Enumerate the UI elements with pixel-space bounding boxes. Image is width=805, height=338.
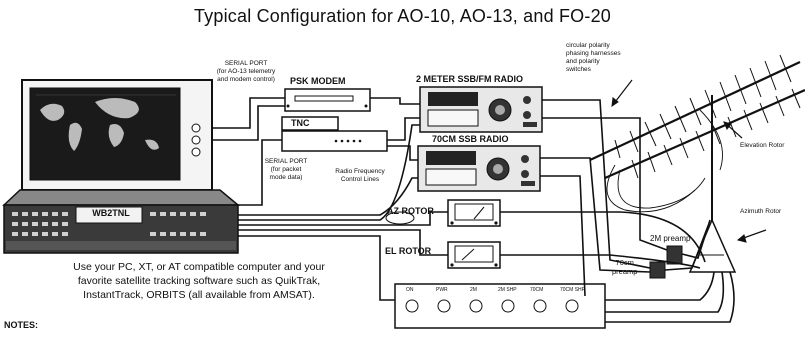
- diagram-title: Typical Configuration for AO-10, AO-13, …: [193, 6, 611, 26]
- software-description: Use your PC, XT, or AT compatible comput…: [73, 261, 325, 301]
- switch-label: 70CM: [530, 287, 544, 293]
- seventy-cm-radio: [417, 145, 541, 192]
- seventy-cm-preamp-box: [649, 261, 666, 279]
- cables: [212, 97, 735, 323]
- seventy-cm-preamp-label: 70cm preamp: [612, 258, 638, 276]
- el-rotor-label: EL ROTOR: [385, 246, 432, 256]
- callout-arrows: [611, 79, 767, 243]
- switch-label: 2M SHP: [498, 287, 517, 293]
- az-rotor-label: AZ ROTOR: [387, 206, 434, 216]
- tnc-box: [281, 116, 339, 131]
- tnc-label: TNC: [291, 118, 310, 128]
- serial-port-top-label: SERIAL PORT (for AO-13 telemetry and mod…: [216, 60, 276, 83]
- polarity-note-label: circular polarity phasing harnesses and …: [566, 42, 621, 73]
- yagi-antenna: [589, 54, 805, 273]
- two-m-preamp-box: [666, 245, 683, 265]
- callsign-label: WB2TNL: [92, 208, 130, 218]
- switch-label: ON: [406, 287, 414, 293]
- switch-label: 70CM SHP: [560, 287, 586, 293]
- psk-modem-label: PSK MODEM: [290, 76, 346, 86]
- azimuth-rotor-label: Azimuth Rotor: [740, 208, 782, 215]
- cable-bundle-ring: [385, 211, 415, 225]
- two-m-preamp-label: 2M preamp: [650, 234, 691, 243]
- two-meter-radio: [419, 86, 543, 133]
- az-rotor-controller: [447, 199, 501, 227]
- switch-label: 2M: [470, 287, 477, 293]
- serial-port-packet-label: SERIAL PORT (for packet mode data): [264, 158, 308, 181]
- polarity-switch-panel: [394, 283, 606, 329]
- switch-label: PWR: [436, 287, 448, 293]
- el-rotor-controller: [447, 241, 501, 269]
- rf-control-lines-label: Radio Frequency Control Lines: [335, 168, 385, 183]
- seventy-cm-radio-label: 70CM SSB RADIO: [432, 134, 509, 144]
- tnc-lower-box: [281, 130, 388, 152]
- elevation-rotor-label: Elevation Rotor: [740, 142, 785, 149]
- notes-label: NOTES:: [4, 320, 39, 330]
- two-meter-radio-label: 2 METER SSB/FM RADIO: [416, 74, 524, 84]
- computer: [2, 79, 241, 254]
